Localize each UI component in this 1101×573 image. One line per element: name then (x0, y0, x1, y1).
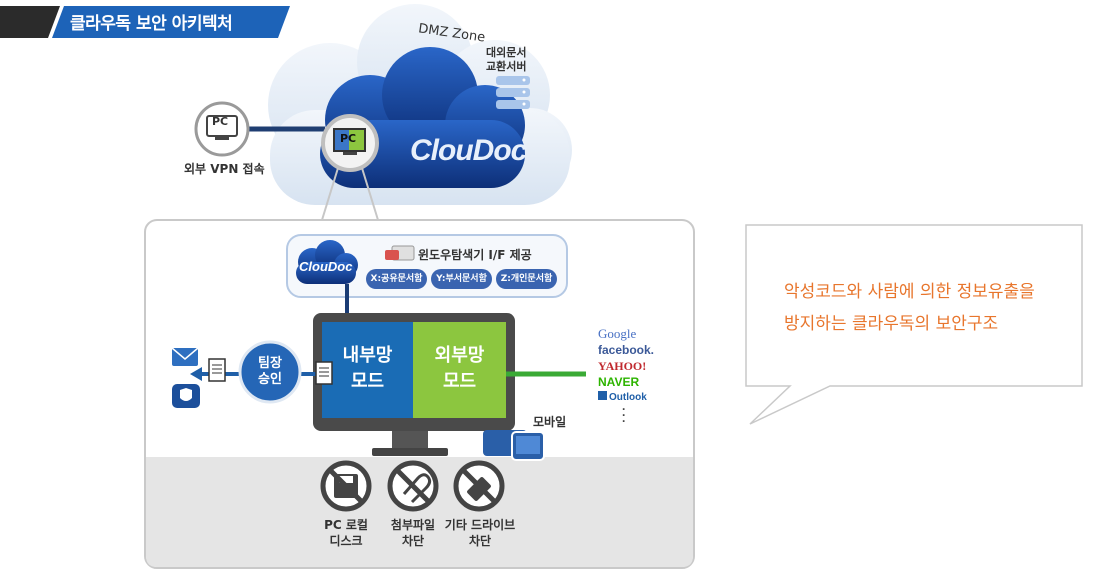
yahoo-logo: YAHOO! (598, 359, 647, 373)
clouddoc-logo: ClouDoc (410, 134, 527, 167)
external-vpn-label: 외부 VPN 접속 (184, 162, 265, 176)
server-stack-icon (496, 76, 530, 109)
usb-drive-icon (453, 460, 505, 512)
mobile-label: 모바일 (533, 415, 567, 429)
drive-x-badge: X:공유문서함 (366, 269, 427, 289)
explorer-icon (385, 245, 415, 261)
paperclip-icon (387, 460, 439, 512)
google-logo: Google (598, 326, 637, 341)
web-services-list: Google facebook. YAHOO! NAVER Outlook ··… (598, 326, 658, 428)
clouddoc-small-logo: ClouDoc (299, 259, 353, 274)
naver-logo: NAVER (598, 375, 640, 389)
outlook-icon (598, 391, 607, 400)
drive-z-badge: Z:개인문서함 (496, 269, 557, 289)
page-title: 클라우독 보안 아키텍처 (70, 14, 233, 34)
facebook-logo: facebook. (598, 343, 655, 357)
document-icon (208, 358, 226, 382)
outlook-logo: Outlook (598, 390, 658, 406)
explorer-label: 윈도우탐색기 I/F 제공 (418, 248, 532, 262)
title-banner (0, 6, 290, 38)
callout-bubble (745, 224, 1083, 425)
mail-icon (171, 347, 199, 366)
more-dots-icon: ··· (622, 402, 626, 428)
external-pc-icon-text: PC (212, 115, 229, 128)
drive-y-badge: Y:부서문서함 (431, 269, 492, 289)
document-icon (315, 361, 333, 385)
shield-drive-icon (172, 384, 200, 408)
inner-pc-icon-text: PC (340, 132, 357, 145)
floppy-disk-icon (320, 460, 372, 512)
